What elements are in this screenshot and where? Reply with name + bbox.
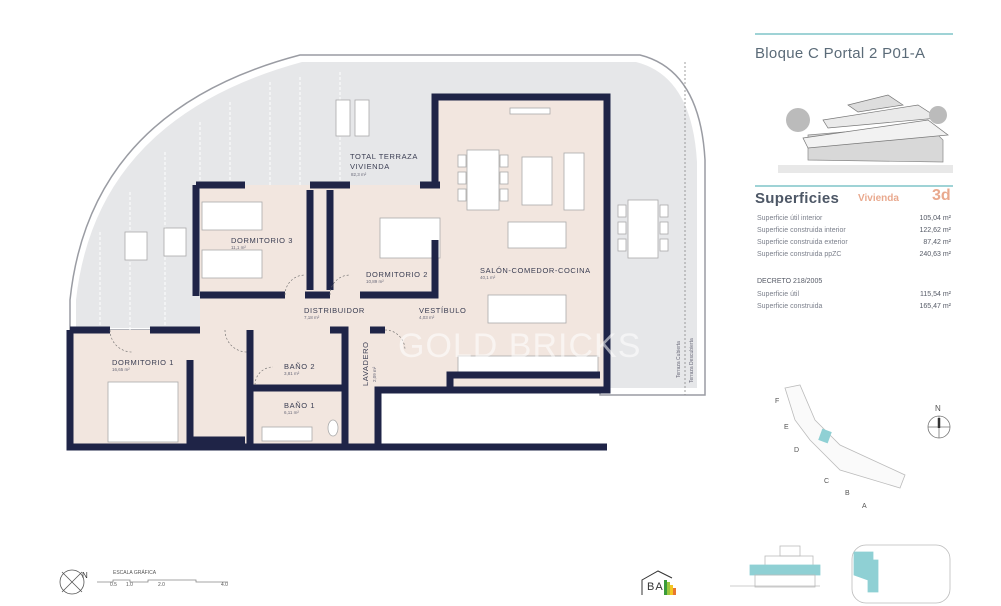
- superficie-row: Superficie construida exterior 87,42 m²: [757, 239, 951, 246]
- superficie-row: Superficie útil interior 105,04 m²: [757, 215, 951, 222]
- room-label-dormitorio-3: DORMITORIO 3: [231, 236, 294, 245]
- walls: [66, 93, 611, 451]
- room-area-dormitorio-2: 10,89 m²: [366, 279, 384, 284]
- scale-tick: 4.0: [221, 582, 228, 588]
- superficie-row: Superficie construida ppZC 240,63 m²: [757, 251, 951, 258]
- room-label-dormitorio-2: DORMITORIO 2: [366, 270, 429, 279]
- room-label-vestibulo: VESTÍBULO: [419, 306, 467, 315]
- building-sketch: [778, 94, 953, 173]
- room-label-terraza: TOTAL TERRAZA: [350, 152, 418, 161]
- block-label-b: B: [845, 490, 850, 497]
- section-diagram: [730, 545, 821, 588]
- furniture: [107, 99, 669, 443]
- room-area-bano-2: 3,81 m²: [284, 371, 300, 376]
- terrace-cubierta-label: Terraza Cubierta: [676, 341, 682, 378]
- block-label-e: E: [784, 424, 789, 431]
- title-rule: [755, 33, 953, 35]
- scale-tick: 2.0: [158, 582, 165, 588]
- north-label: N: [82, 571, 88, 580]
- row-label: Superficie útil: [757, 291, 800, 298]
- site-plan-outline: [784, 384, 906, 489]
- room-area-terraza: 82,3 m²: [351, 172, 367, 177]
- room-area-bano-1: 6,11 m²: [284, 410, 299, 415]
- room-label-lavadero: LAVADERO: [361, 341, 370, 386]
- room-label-bano-1: BAÑO 1: [284, 401, 316, 410]
- room-label-bano-2: BAÑO 2: [284, 362, 316, 371]
- decreto-row: Superficie construida 165,47 m²: [757, 303, 951, 310]
- row-label: Superficie construida ppZC: [757, 251, 842, 258]
- superficies-heading: Superficies: [755, 190, 840, 207]
- key-plan: [851, 544, 951, 604]
- room-area-dormitorio-1: 16,65 m²: [112, 367, 130, 372]
- energy-rating-icon: [641, 570, 676, 595]
- door-swings: [109, 274, 406, 386]
- scale-bar: [97, 579, 228, 583]
- room-area-dormitorio-3: 11,1 m²: [231, 245, 246, 250]
- site-plan-current-unit: [818, 428, 832, 444]
- vivienda-label: Vivienda: [858, 193, 899, 204]
- scale-tick: 0.5: [110, 582, 117, 588]
- row-label: Superficie construida interior: [757, 227, 846, 234]
- superficies-rule: [755, 185, 953, 187]
- row-label: Superficie útil interior: [757, 215, 823, 222]
- room-area-vestibulo: 4,03 m²: [419, 315, 435, 320]
- room-area-salon: 40,1 m²: [480, 275, 496, 280]
- terrace-descubierta-label: Terraza Descubierta: [689, 338, 695, 383]
- block-label-c: C: [824, 478, 830, 485]
- room-area-lavadero: 2,09 m²: [372, 366, 377, 382]
- scale-tick: 1.0: [126, 582, 133, 588]
- decreto-row: Superficie útil 115,54 m²: [757, 291, 951, 298]
- energy-rating-label: BA: [647, 581, 664, 593]
- row-label: Superficie construida exterior: [757, 239, 848, 246]
- block-label-f: F: [775, 398, 780, 405]
- row-value: 240,63 m²: [919, 251, 951, 258]
- watermark: GOLD BRICKS: [398, 327, 642, 365]
- room-label-dormitorio-1: DORMITORIO 1: [112, 358, 175, 367]
- decreto-heading: DECRETO 218/2005: [757, 278, 823, 285]
- room-label-distribuidor: DISTRIBUIDOR: [304, 306, 365, 315]
- vivienda-type: 3d: [932, 187, 951, 204]
- row-label: Superficie construida: [757, 303, 823, 310]
- room-label-salon: SALÓN-COMEDOR-COCINA: [480, 266, 591, 275]
- room-area-distribuidor: 7,18 m²: [304, 315, 320, 320]
- unit-title: Bloque C Portal 2 P01-A: [755, 45, 926, 62]
- row-value: 165,47 m²: [919, 303, 951, 310]
- site-north-label: N: [935, 404, 941, 413]
- row-value: 115,54 m²: [920, 291, 951, 298]
- north-arrow-icon: [59, 569, 85, 595]
- superficie-row: Superficie construida interior 122,62 m²: [757, 227, 951, 234]
- block-label-a: A: [862, 503, 867, 510]
- room-label-terraza-2: VIVIENDA: [350, 162, 390, 171]
- row-value: 105,04 m²: [919, 215, 951, 222]
- row-value: 122,62 m²: [919, 227, 951, 234]
- row-value: 87,42 m²: [923, 239, 951, 246]
- scale-label: ESCALA GRÁFICA: [113, 570, 157, 576]
- block-label-d: D: [794, 447, 800, 454]
